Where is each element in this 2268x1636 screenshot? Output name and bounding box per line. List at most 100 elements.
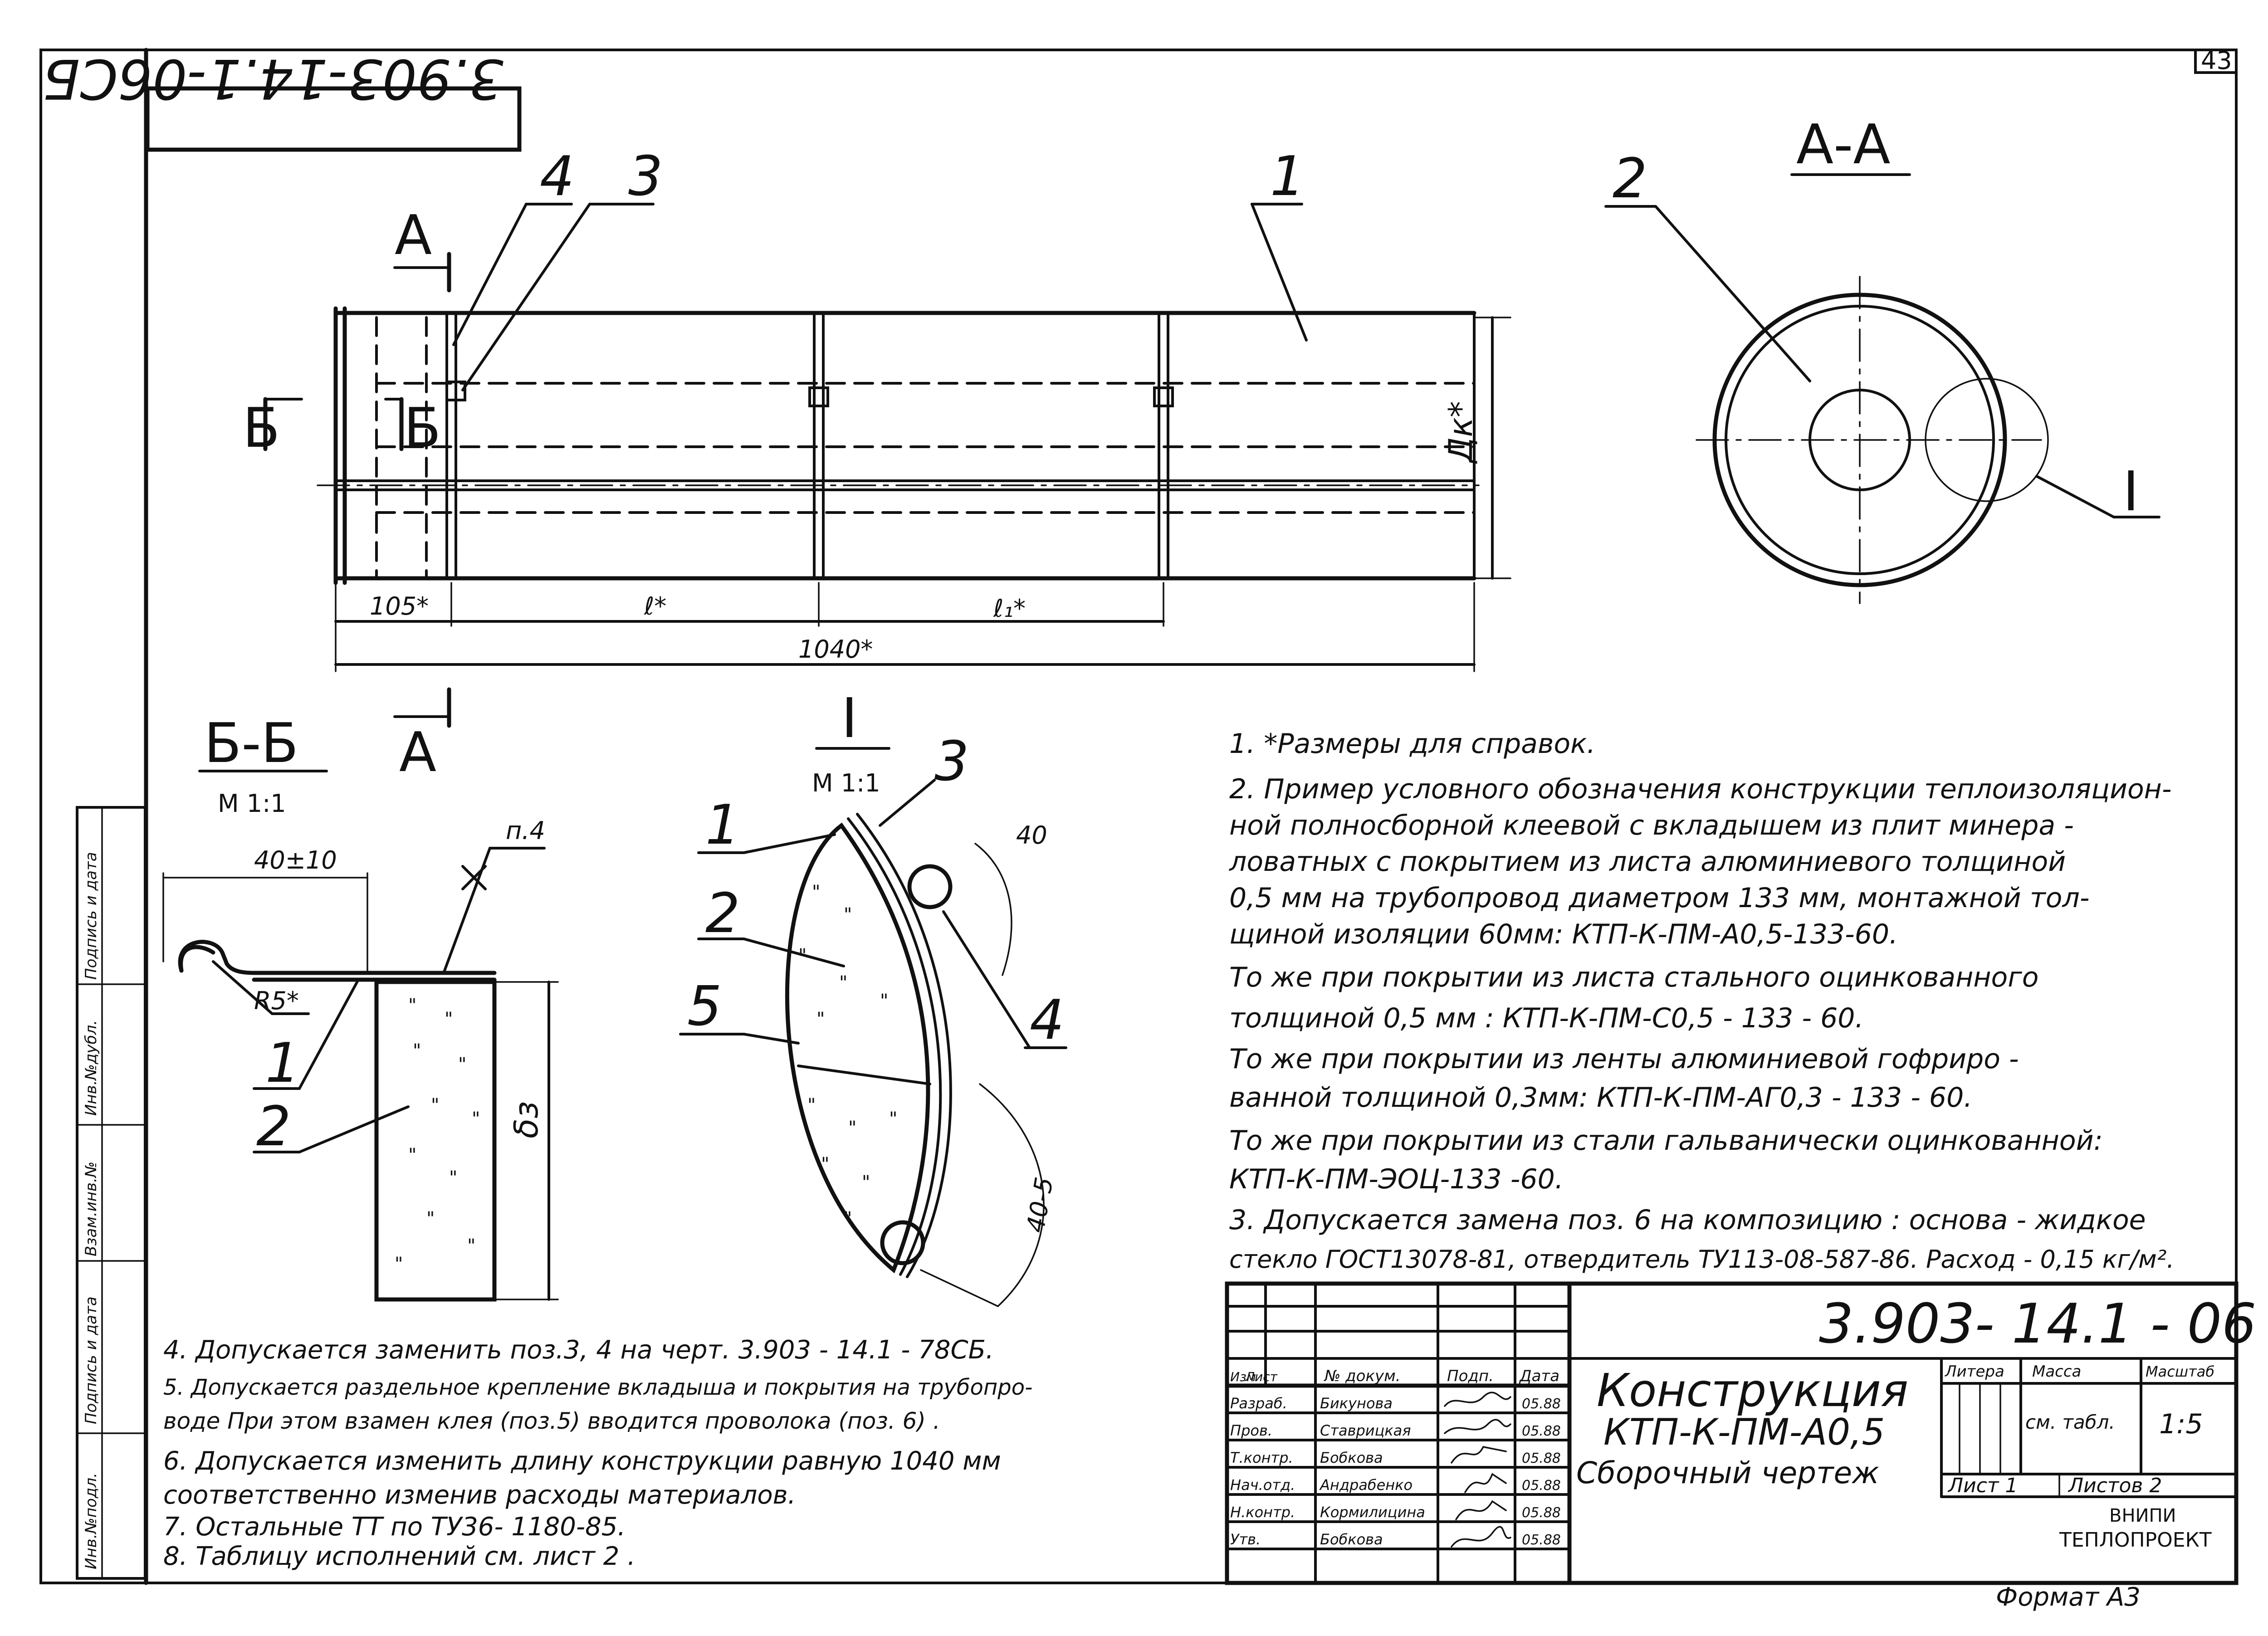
title-block: 3.903- 14.1 - 06 СБ Конструкция КТП-К-ПМ… [1225, 1281, 2268, 1612]
note-l-1: 5. Допускается раздельное крепление вкла… [163, 1375, 1032, 1400]
note-r-5: щиной изоляции 60мм: КТП-К-ПМ-А0,5-133-6… [1229, 918, 1898, 950]
detail-i-pos2: 2 [705, 882, 740, 945]
svg-text:": " [458, 1054, 466, 1075]
svg-text:": " [812, 882, 820, 903]
svg-text:": " [798, 945, 807, 966]
note-l-2: воде При этом взамен клея (поз.5) вводит… [163, 1408, 940, 1434]
section-bb-scale: М 1:1 [218, 789, 286, 818]
section-b-left-label: Б [243, 397, 280, 460]
section-aa-detail-mark: I [2123, 460, 2139, 523]
section-aa: А-А 2 I [1604, 113, 2160, 604]
stamp-inv-podl: Инв.№подл. [82, 1473, 100, 1569]
note-r-0: 1. *Размеры для справок. [1229, 728, 1595, 760]
note-r-10: То же при покрытии из стали гальваническ… [1229, 1125, 2103, 1157]
note-r-7: толщиной 0,5 мм : КТП-К-ПМ-С0,5 - 133 - … [1229, 1002, 1864, 1034]
tb-date-1: 05.88 [1522, 1423, 1561, 1439]
dim-105-label: 105* [370, 592, 429, 620]
section-aa-title: А-А [1796, 113, 1890, 176]
detail-i-dim-40: 40 [1016, 821, 1047, 850]
stamp-podpis-data-2: Подпись и дата [82, 1296, 100, 1424]
tb-scale-label: Масштаб [2146, 1363, 2214, 1380]
note-l-3: 6. Допускается изменить длину конструкци… [163, 1446, 1001, 1476]
detail-i: I М 1:1 1 2 3 4 5 40 40-5 """ """ [679, 687, 1067, 1307]
note-l-0: 4. Допускается заменить поз.3, 4 на черт… [163, 1335, 994, 1365]
stamp-podpis-data-1: Подпись и дата [82, 852, 100, 980]
tb-role-0: Разраб. [1230, 1395, 1287, 1412]
note-r-2: ной полносборной клеевой с вкладышем из … [1229, 810, 2074, 841]
tb-col-data: Дата [1519, 1367, 1559, 1385]
note-r-9: ванной толщиной 0,3мм: КТП-К-ПМ-АГ0,3 - … [1229, 1082, 1972, 1113]
svg-text:": " [467, 1236, 475, 1256]
main-pos4-label: 4 [540, 145, 574, 208]
tb-name-1: Ставрицкая [1320, 1422, 1411, 1439]
dim-l1-label: ℓ₁* [993, 594, 1026, 623]
main-view: А А Б Б 4 3 1 Дк* 105* ℓ* ℓ₁* 1040* [243, 145, 1511, 784]
tb-role-5: Утв. [1230, 1531, 1261, 1548]
section-bb-dim-40: 40±10 [254, 846, 337, 874]
section-a-bottom-label: А [399, 721, 436, 784]
section-a-top-label: А [395, 204, 432, 267]
note-l-4: соответственно изменив расходы материало… [163, 1480, 796, 1510]
tb-date-0: 05.88 [1522, 1396, 1561, 1412]
svg-text:": " [472, 1109, 480, 1129]
svg-text:": " [449, 1167, 457, 1188]
tb-date-5: 05.88 [1522, 1532, 1561, 1548]
tb-col-ndokum: № докум. [1324, 1367, 1401, 1385]
dim-l-label: ℓ* [644, 592, 666, 620]
svg-text:": " [880, 991, 888, 1011]
tb-scale-value: 1:5 [2159, 1408, 2203, 1440]
section-bb-pos2: 2 [256, 1095, 291, 1158]
svg-text:": " [413, 1040, 421, 1061]
side-stamp: Подпись и дата Инв.№дубл. Взам.инв.№ Под… [76, 806, 147, 1580]
title-line1: Конструкция [1597, 1364, 1908, 1417]
stamp-inv-dubl: Инв.№дубл. [82, 1020, 100, 1116]
note-l-5: 7. Остальные ТТ по ТУ36- 1180-85. [163, 1512, 626, 1542]
dk-dimension-label: Дк* [1442, 401, 1480, 464]
tb-mass-label: Масса [2032, 1363, 2081, 1381]
section-b-right-label: Б [404, 397, 441, 460]
detail-i-pos4: 4 [1030, 989, 1064, 1052]
note-r-6: То же при покрытии из листа стального оц… [1229, 962, 2039, 993]
detail-i-pos5: 5 [687, 975, 722, 1038]
svg-text:": " [848, 1118, 856, 1138]
rotated-code-box: 3.903-14.1-06СБ [43, 47, 522, 152]
tb-role-2: Т.контр. [1230, 1449, 1293, 1466]
svg-text:": " [839, 972, 847, 993]
section-bb: Б-Б М 1:1 40±10 п.4 R5* 1 2 [162, 712, 559, 1302]
svg-text:": " [408, 995, 416, 1016]
tb-name-4: Кормилицина [1320, 1504, 1425, 1521]
tb-sheet-label: Лист 1 [1947, 1474, 2018, 1497]
svg-text:": " [889, 1109, 897, 1129]
detail-i-pos3: 3 [934, 730, 969, 793]
section-bb-title: Б-Б [204, 712, 298, 775]
signatures [1444, 1392, 1511, 1548]
note-r-1: 2. Пример условного обозначения конструк… [1229, 773, 2172, 805]
main-pos1-label: 1 [1270, 145, 1305, 208]
tb-date-4: 05.88 [1522, 1505, 1561, 1521]
tb-name-2: Бобкова [1320, 1449, 1383, 1466]
tb-role-1: Пров. [1230, 1422, 1272, 1439]
svg-text:": " [816, 1009, 825, 1030]
svg-text:": " [844, 904, 852, 925]
tb-col-izm: Изм [1230, 1369, 1256, 1384]
note-r-8: То же при покрытии из ленты алюминиевой … [1229, 1043, 2019, 1075]
note-r-13: стекло ГОСТ13078-81, отвердитель ТУ113-0… [1229, 1245, 2175, 1274]
note-r-11: КТП-К-ПМ-ЭОЦ-133 -60. [1229, 1163, 1564, 1195]
tb-org-line1: ВНИПИ [2109, 1505, 2176, 1526]
svg-text:": " [408, 1145, 416, 1166]
page-number: 43 [2201, 46, 2232, 75]
svg-text:": " [862, 1172, 870, 1193]
dim-1040-label: 1040* [798, 635, 873, 664]
tb-col-podp: Подп. [1447, 1367, 1494, 1385]
svg-text:": " [426, 1208, 435, 1229]
svg-text:": " [807, 1095, 816, 1116]
title-line3: Сборочный чертеж [1576, 1455, 1879, 1490]
tb-org-line2: ТЕПЛОПРОЕКТ [2059, 1529, 2212, 1552]
tb-date-2: 05.88 [1522, 1450, 1561, 1466]
title-doc-code: 3.903- 14.1 - 06 СБ [1819, 1293, 2268, 1356]
stamp-vzam-inv: Взам.инв.№ [82, 1162, 100, 1256]
section-aa-pos2: 2 [1613, 147, 1647, 210]
tb-col-list: Лист [1245, 1369, 1278, 1384]
main-pos3-label: 3 [628, 145, 663, 208]
